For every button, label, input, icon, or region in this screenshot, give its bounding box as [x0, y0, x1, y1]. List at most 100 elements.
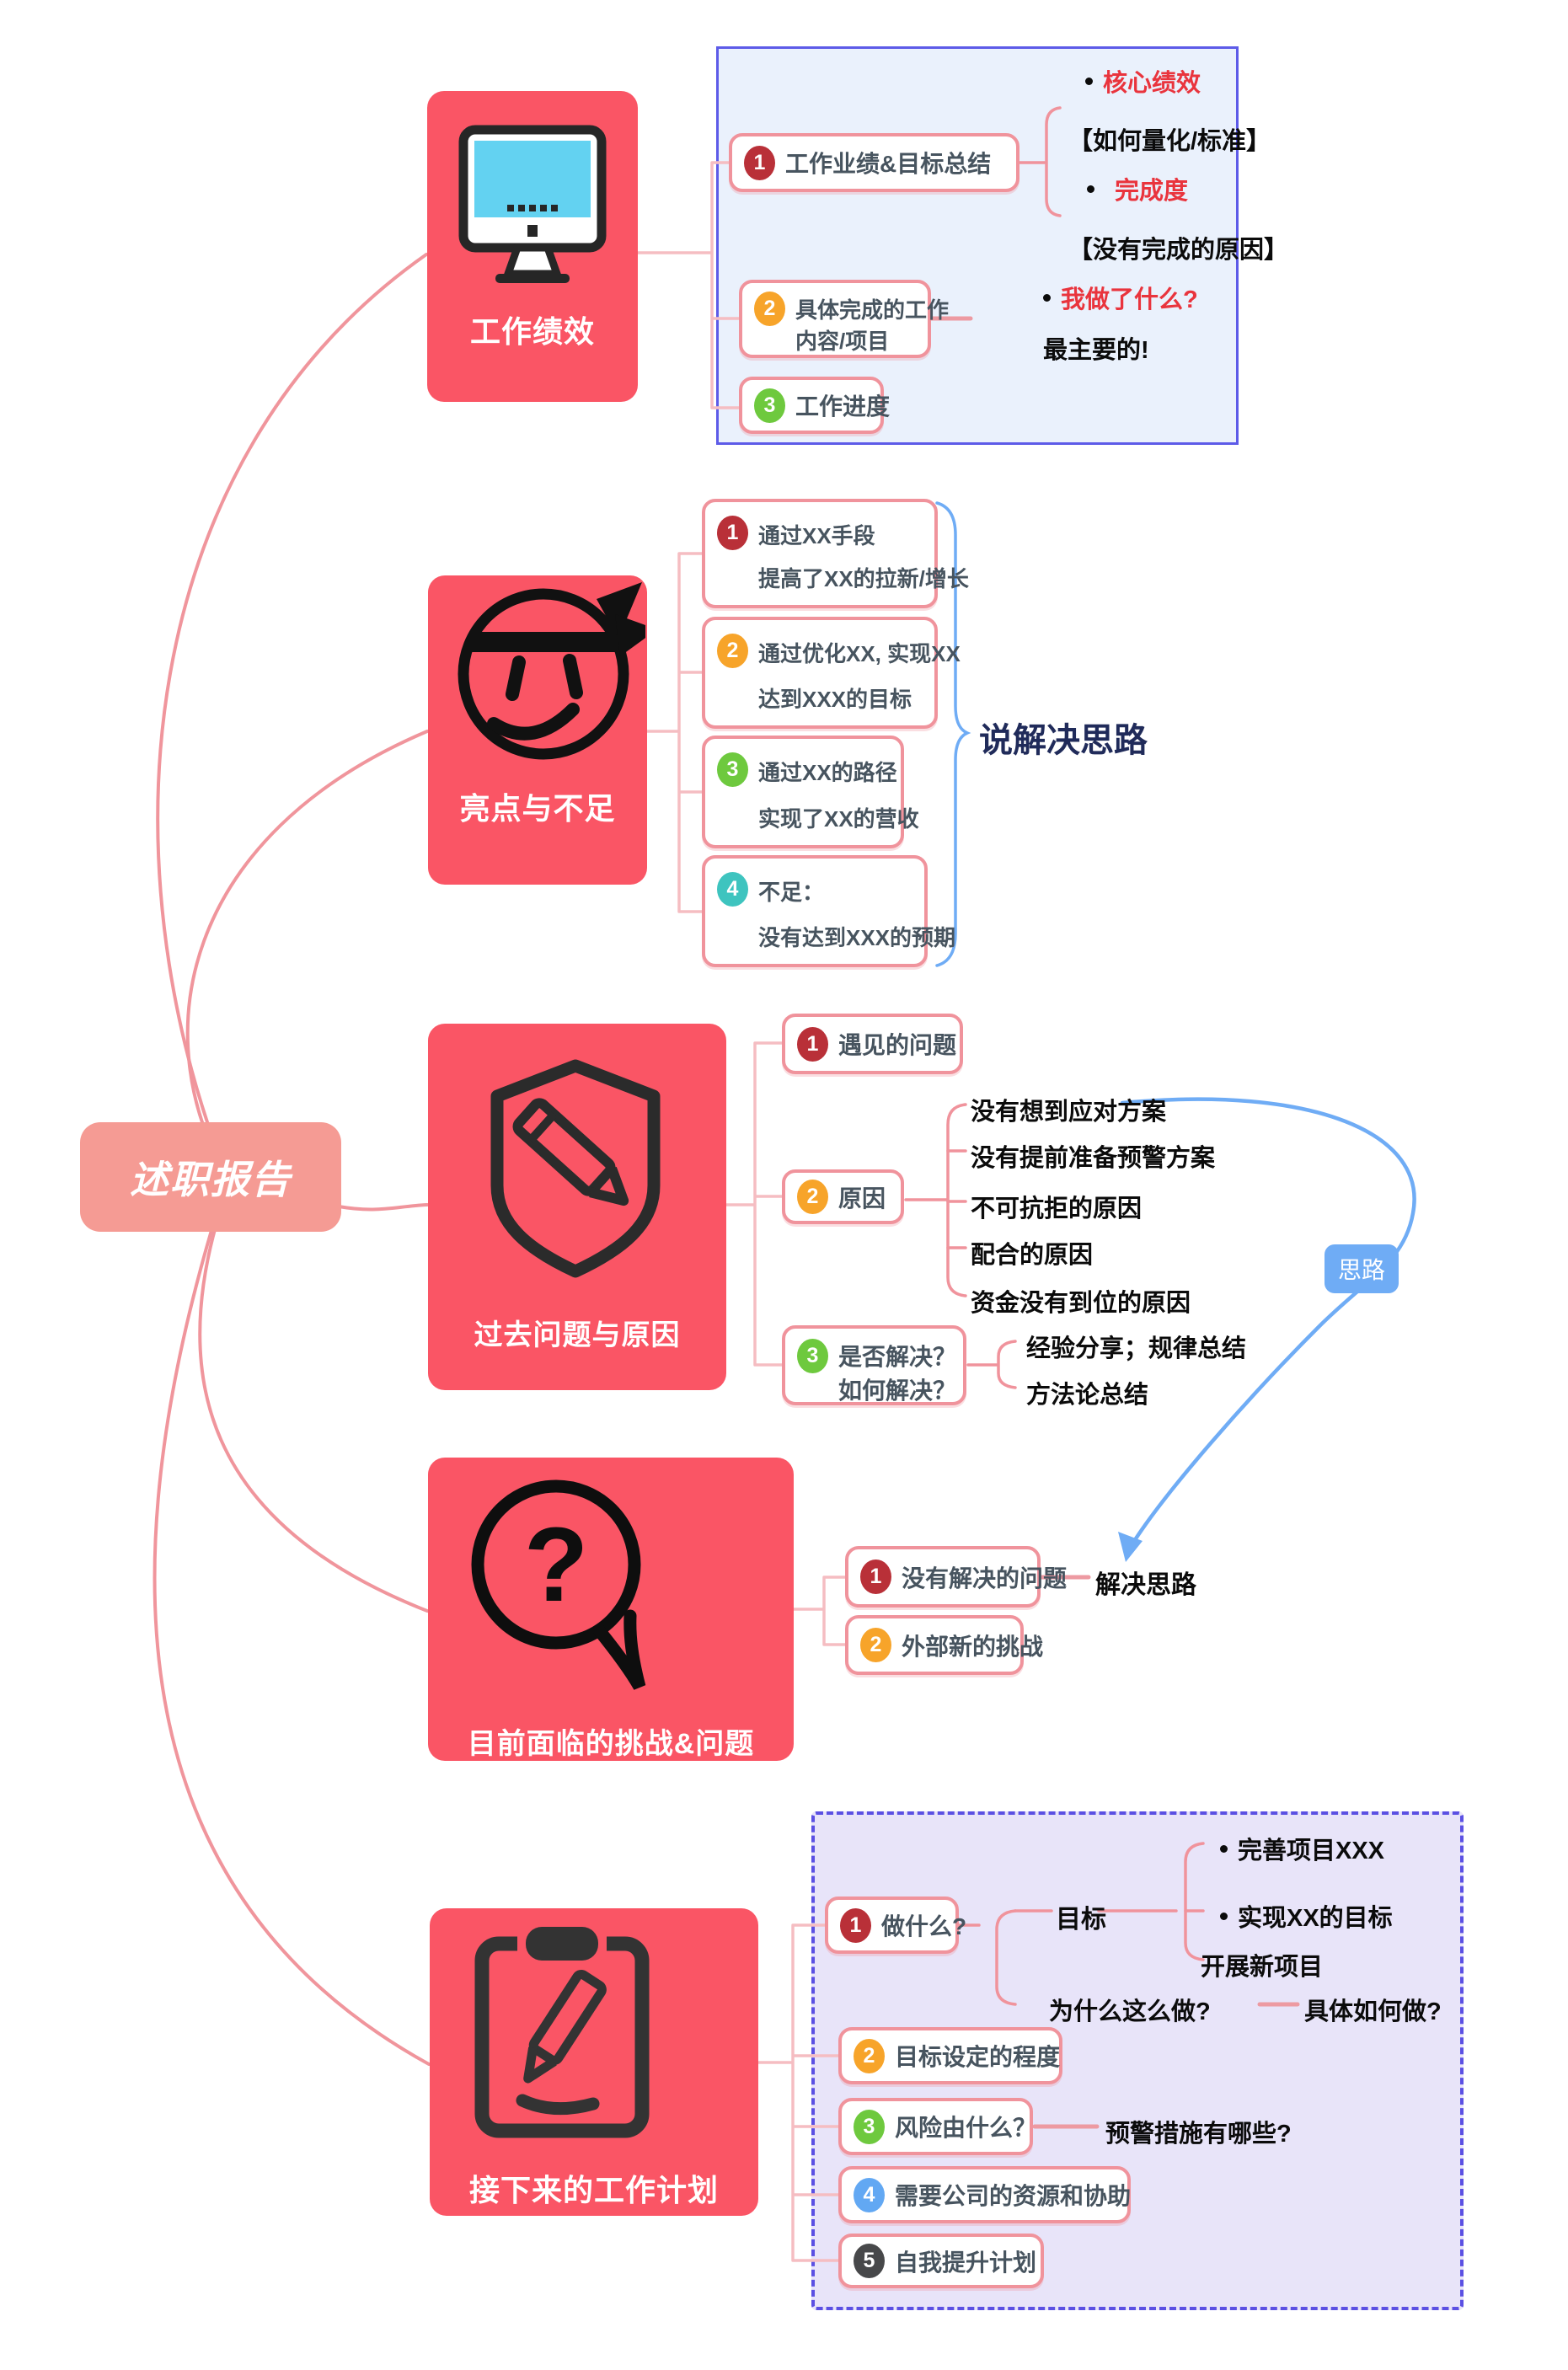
reason-item[interactable]: 资金没有到位的原因 — [971, 1290, 1191, 1317]
root-label: 述职报告 — [130, 1158, 292, 1201]
node-label: 需要公司的资源和协助 — [895, 2183, 1132, 2209]
node-what-to-do[interactable]: 1 做什么? — [825, 1897, 966, 1954]
node-new-external-challenges[interactable]: 2 外部新的挑战 — [845, 1615, 1043, 1675]
number-badge: 1 — [840, 1907, 871, 1943]
goal-item[interactable]: 开展新项目 — [1201, 1954, 1324, 1981]
node-highlight-3[interactable]: 3 通过XX的路径 实现了XX的营收 — [702, 736, 919, 848]
idea-badge[interactable]: 思路 — [1325, 1244, 1399, 1293]
annotation-core-kpi[interactable]: 核心绩效 — [1085, 63, 1201, 99]
root-topic[interactable]: 述职报告 — [80, 1122, 341, 1232]
branch-work-performance[interactable]: 工作绩效 — [427, 91, 638, 402]
annotation-solution-idea[interactable]: 解决思路 — [1095, 1571, 1196, 1599]
node-highlight-2[interactable]: 2 通过优化XX, 实现XX 达到XXX的目标 — [702, 617, 961, 729]
bullet-dot — [1085, 77, 1093, 85]
node-label: 做什么? — [881, 1913, 967, 1939]
clipboard-pencil-icon — [474, 1927, 650, 2138]
annotation-most-important[interactable]: 最主要的! — [1043, 337, 1149, 364]
number-badge: 2 — [797, 1180, 828, 1214]
node-label: 工作进度 — [795, 393, 891, 420]
node-label: 遇见的问题 — [838, 1032, 957, 1058]
number-badge: 4 — [717, 872, 748, 907]
ninja-face-icon — [458, 582, 645, 760]
number-badge: 2 — [717, 634, 748, 668]
number-badge: 3 — [717, 752, 748, 787]
node-shortcoming[interactable]: 4 不足： 没有达到XXX的预期 — [702, 855, 955, 967]
branch-title: 接下来的工作计划 — [468, 2173, 719, 2207]
annotation-what-did-i-do[interactable]: 我做了什么? — [1043, 280, 1198, 315]
annotation-why[interactable]: 为什么这么做? — [1049, 1998, 1211, 2025]
node-label: 没有解决的问题 — [902, 1565, 1068, 1592]
number-badge: 5 — [854, 2244, 885, 2278]
number-badge: 2 — [754, 292, 785, 326]
node-goal-setting-degree[interactable]: 2 目标设定的程度 — [838, 2027, 1062, 2084]
node-label: 目标设定的程度 — [895, 2044, 1061, 2070]
node-self-improvement[interactable]: 5 自我提升计划 — [838, 2234, 1044, 2288]
reason-item[interactable]: 没有想到应对方案 — [971, 1099, 1167, 1126]
number-badge: 3 — [797, 1339, 828, 1373]
bullet-dot — [1087, 185, 1094, 193]
goal-item[interactable]: 实现XX的目标 — [1220, 1898, 1393, 1934]
node-line2: 达到XXX的目标 — [758, 687, 912, 712]
node-label: 原因 — [838, 1185, 886, 1212]
node-completed-work[interactable]: 2 具体完成的工作 内容/项目 — [739, 280, 949, 358]
annotation-unfinished-reason[interactable]: 【没有完成的原因】 — [1068, 237, 1289, 264]
number-badge: 1 — [717, 516, 748, 550]
node-work-progress[interactable]: 3 工作进度 — [739, 377, 890, 434]
node-line1: 通过XX手段 — [758, 523, 875, 548]
node-line1: 不足： — [758, 880, 825, 905]
branch-title: 工作绩效 — [469, 314, 595, 349]
annotation-completion[interactable]: 完成度 — [1087, 171, 1188, 206]
annotation-quantify[interactable]: 【如何量化/标准】 — [1068, 128, 1271, 155]
solution-item[interactable]: 经验分享；规律总结 — [1026, 1335, 1247, 1362]
question-bubble-icon: ? — [471, 1479, 646, 1690]
annotation-explain-solution[interactable]: 说解决思路 — [979, 722, 1148, 759]
number-badge: 1 — [797, 1026, 828, 1062]
node-achievement-summary[interactable]: 1 工作业绩&目标总结 — [729, 133, 1019, 192]
node-line1: 通过优化XX, 实现XX — [758, 641, 961, 666]
goal-item[interactable]: 完善项目XXX — [1220, 1831, 1384, 1866]
node-label: 风险由什么？ — [895, 2115, 1037, 2141]
branch-title: 目前面临的挑战&问题 — [467, 1728, 755, 1760]
branch-past-problems[interactable]: 过去问题与原因 — [428, 1024, 726, 1390]
branch-highlights-shortcomings[interactable]: 亮点与不足 — [428, 575, 647, 885]
number-badge: 1 — [744, 145, 775, 180]
svg-text:?: ? — [524, 1506, 588, 1624]
reason-item[interactable]: 不可抗拒的原因 — [971, 1196, 1143, 1222]
annotation-warning-measures[interactable]: 预警措施有哪些? — [1105, 2121, 1292, 2148]
arrowhead-icon — [1118, 1532, 1143, 1562]
node-label: 工作业绩&目标总结 — [785, 151, 992, 177]
computer-icon — [458, 125, 607, 283]
annotation-goal[interactable]: 目标 — [1056, 1906, 1106, 1934]
node-line1: 具体完成的工作 — [795, 297, 950, 323]
node-highlight-1[interactable]: 1 通过XX手段 提高了XX的拉新/增长 — [702, 499, 969, 608]
node-line1: 是否解决？ — [838, 1344, 957, 1370]
bullet-dot — [1220, 1844, 1228, 1853]
solution-item[interactable]: 方法论总结 — [1026, 1382, 1149, 1409]
node-label: 自我提升计划 — [895, 2249, 1037, 2276]
number-badge: 2 — [860, 1628, 891, 1662]
branch-current-challenges[interactable]: ? 目前面临的挑战&问题 — [428, 1458, 794, 1761]
number-badge: 2 — [854, 2038, 885, 2073]
node-line2: 提高了XX的拉新/增长 — [758, 566, 969, 591]
annotation-how[interactable]: 具体如何做? — [1304, 1998, 1442, 2025]
node-line2: 内容/项目 — [795, 329, 890, 354]
node-line2: 如何解决？ — [838, 1378, 957, 1404]
node-line2: 实现了XX的营收 — [758, 806, 919, 832]
node-solved-or-not[interactable]: 3 是否解决？ 如何解决？ — [782, 1325, 966, 1405]
node-reasons[interactable]: 2 原因 — [782, 1169, 904, 1224]
reason-item[interactable]: 没有提前准备预警方案 — [971, 1145, 1216, 1172]
branch-title: 过去问题与原因 — [474, 1319, 681, 1351]
bullet-dot — [1043, 293, 1051, 302]
number-badge: 4 — [854, 2177, 885, 2212]
number-badge: 1 — [860, 1559, 891, 1594]
branch-next-work-plan[interactable]: 接下来的工作计划 — [430, 1908, 758, 2216]
number-badge: 3 — [754, 388, 785, 423]
node-unsolved-problems[interactable]: 1 没有解决的问题 — [845, 1546, 1067, 1608]
node-risks[interactable]: 3 风险由什么？ — [838, 2098, 1037, 2155]
reason-item[interactable]: 配合的原因 — [971, 1242, 1094, 1269]
node-problems-met[interactable]: 1 遇见的问题 — [782, 1014, 963, 1074]
node-company-resources[interactable]: 4 需要公司的资源和协助 — [838, 2166, 1131, 2223]
bullet-dot — [1220, 1912, 1228, 1920]
